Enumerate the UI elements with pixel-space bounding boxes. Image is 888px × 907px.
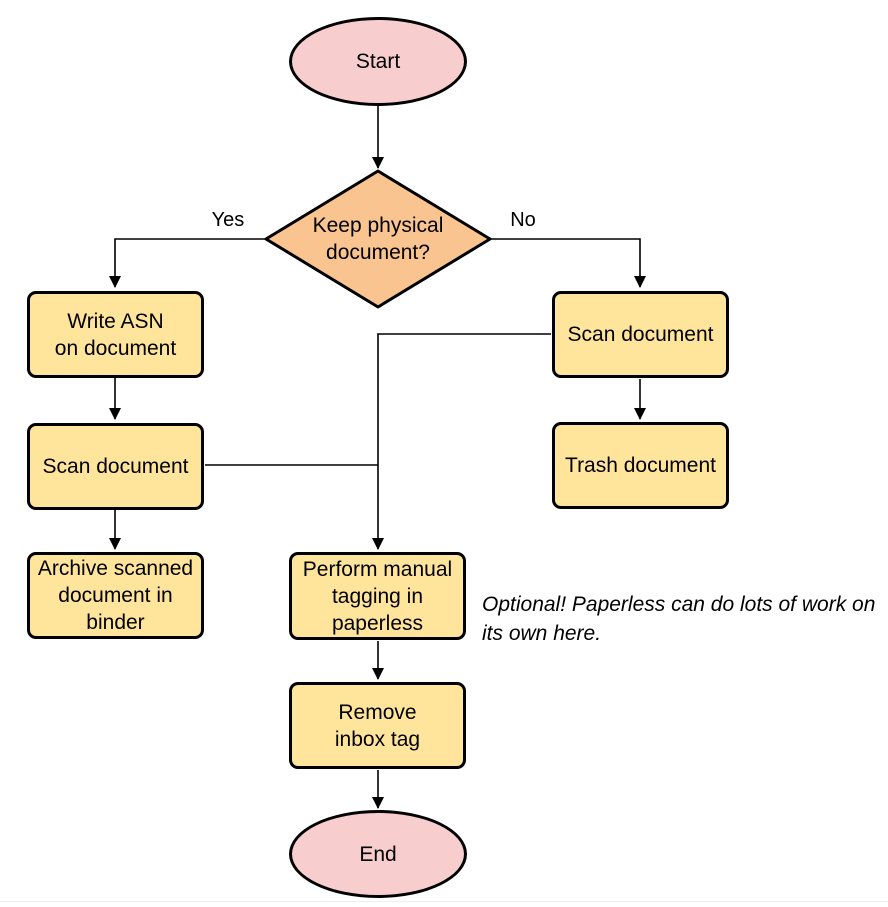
edge-label-yes: Yes xyxy=(211,209,245,231)
edge-decision-yes xyxy=(109,238,267,288)
node-end: End xyxy=(289,810,467,898)
edge-decision-no xyxy=(489,238,646,288)
node-decision-label: Keep physical document? xyxy=(312,214,444,264)
node-trash-document-label: Trash document xyxy=(565,454,716,477)
node-perform-tagging-label: Perform manual tagging in paperless xyxy=(302,557,453,635)
node-scan-document-left-label: Scan document xyxy=(42,455,189,478)
node-write-asn-label: Write ASN on document xyxy=(54,309,177,360)
node-remove-inbox-tag: Remove inbox tag xyxy=(289,682,466,769)
node-scan-document-right: Scan document xyxy=(552,291,729,378)
node-scan-document-right-label: Scan document xyxy=(567,323,714,346)
node-scan-document-left: Scan document xyxy=(27,423,204,510)
edge-scanright-to-tagging xyxy=(372,333,551,550)
node-start-label: Start xyxy=(355,50,401,73)
decision-diamond-shape xyxy=(264,169,492,309)
node-write-asn: Write ASN on document xyxy=(27,291,204,378)
node-remove-inbox-tag-label: Remove inbox tag xyxy=(334,700,421,751)
annotation-optional-note: Optional! Paperless can do lots of work … xyxy=(482,593,876,645)
node-perform-tagging: Perform manual tagging in paperless xyxy=(289,552,466,640)
node-trash-document: Trash document xyxy=(552,422,729,509)
node-end-label: End xyxy=(359,842,397,866)
edge-label-no: No xyxy=(510,209,536,231)
node-archive-binder-label: Archive scanned document in binder xyxy=(37,557,194,634)
page-bottom-divider xyxy=(0,901,888,902)
node-start: Start xyxy=(289,17,467,106)
node-archive-binder: Archive scanned document in binder xyxy=(27,552,204,639)
